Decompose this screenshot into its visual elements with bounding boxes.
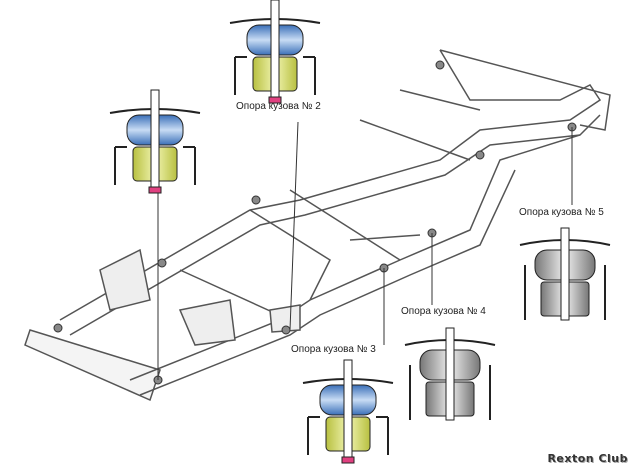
watermark: Rexton Club bbox=[547, 452, 628, 465]
body-mount-3-detail bbox=[302, 359, 394, 464]
leader-lines bbox=[157, 121, 573, 380]
body-mount-5-detail bbox=[519, 227, 611, 321]
label-body-mount-3: Опора кузова № 3 bbox=[291, 344, 376, 355]
label-body-mount-2: Опора кузова № 2 bbox=[236, 101, 321, 112]
label-body-mount-4: Опора кузова № 4 bbox=[401, 306, 486, 317]
body-mount-4-detail bbox=[404, 327, 496, 421]
label-body-mount-5: Опора кузова № 5 bbox=[519, 207, 604, 218]
body-mount-1-detail bbox=[109, 89, 201, 194]
body-mount-2-detail bbox=[229, 0, 321, 104]
vehicle-frame bbox=[24, 49, 611, 402]
